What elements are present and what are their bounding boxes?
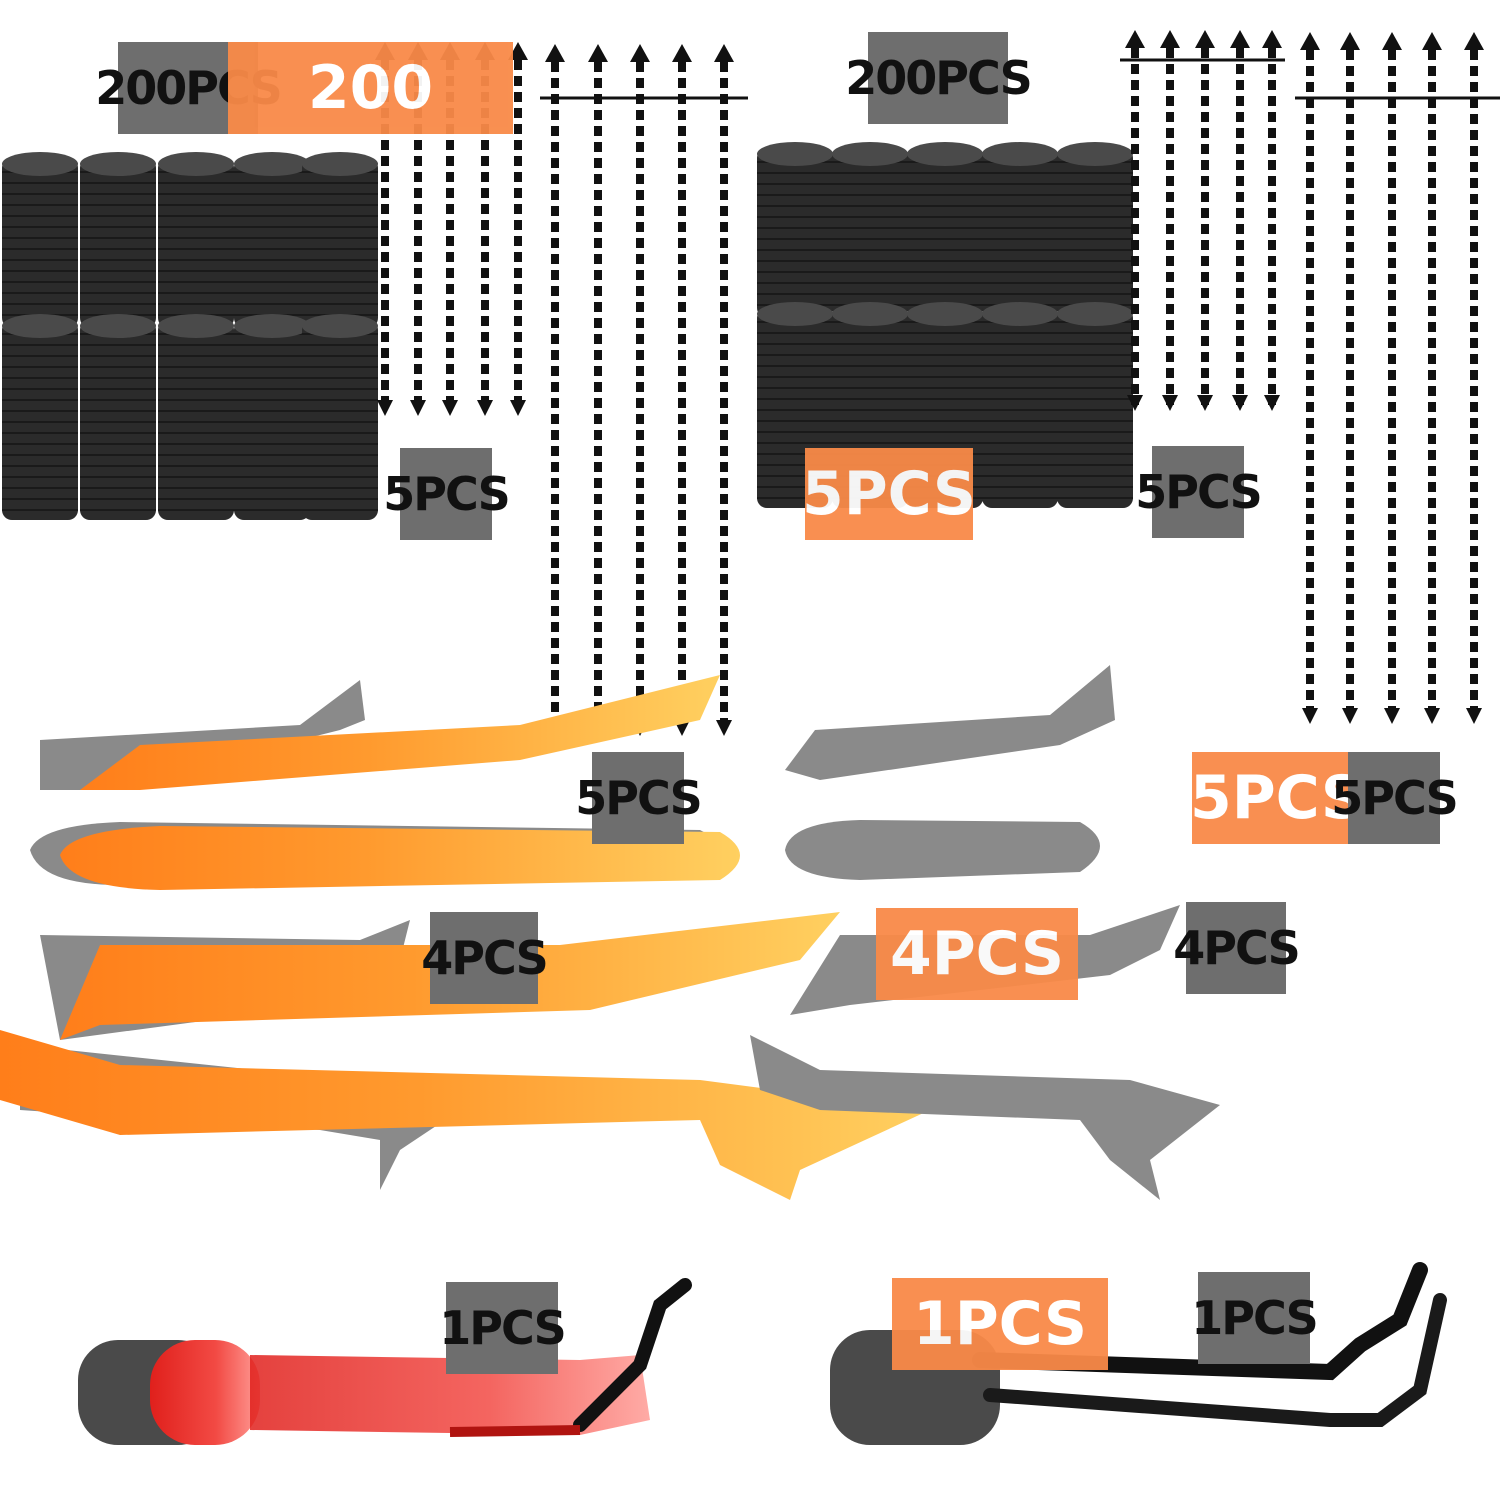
push-clip-stack (80, 314, 156, 520)
clip-removal-plier-left (78, 1278, 692, 1445)
push-clip-stack (234, 314, 310, 520)
cable-tie (1195, 30, 1215, 411)
pry-tools-left-orange (0, 675, 930, 1200)
clip-plier-qty-label-right: 1PCS (1191, 1272, 1319, 1364)
cable-tie (1422, 32, 1442, 724)
cable-tie (508, 42, 528, 416)
cable-ties-qty-orange-label: 5PCS (802, 448, 976, 540)
push-clip-stack (2, 152, 78, 328)
push-clip-stack (982, 142, 1058, 318)
pry-tools-qty-orange-label: 4PCS (876, 908, 1078, 1000)
push-clip-stack (158, 314, 234, 520)
clip-plier-qty-label: 1PCS (439, 1282, 567, 1374)
cable-tie (1125, 30, 1145, 411)
push-clip-stack (907, 142, 983, 318)
clips-qty-label-right: 200PCS (845, 32, 1033, 124)
pry-tools-qty-label-a: 5PCS (575, 752, 703, 844)
push-clips-group-right (757, 142, 1133, 508)
cable-tie (545, 44, 565, 736)
pry-tools-qty-orange-label-a: 5PCS (1190, 752, 1364, 844)
pry-tools-qty-label: 4PCS (421, 912, 549, 1004)
cable-tie (1160, 30, 1180, 411)
cable-tie (630, 44, 650, 736)
cable-tie (1382, 32, 1402, 724)
push-clip-stack (80, 152, 156, 328)
cable-tie (714, 44, 734, 736)
push-clip-stack (158, 152, 234, 328)
push-clip-stack (2, 314, 78, 520)
cable-tie (588, 44, 608, 736)
cable-tie (672, 44, 692, 736)
push-clip-stack (302, 314, 378, 520)
cable-ties-group-left (375, 42, 748, 736)
cable-ties-qty-label: 5PCS (383, 448, 511, 540)
clip-plier-qty-orange-label: 1PCS (892, 1278, 1108, 1370)
push-clip-stack (302, 152, 378, 328)
pry-tools-qty-label-b: 5PCS (1331, 752, 1459, 844)
cable-tie (1300, 32, 1320, 724)
push-clip-stack (1057, 142, 1133, 318)
pry-tools-qty-label-right: 4PCS (1173, 902, 1301, 994)
cable-tie (1340, 32, 1360, 724)
cable-tie (1262, 30, 1282, 411)
push-clip-stack (757, 142, 833, 318)
cable-tie (1230, 30, 1250, 411)
cable-tie (1464, 32, 1484, 724)
cable-ties-group-right (1120, 30, 1500, 724)
clips-qty-orange-label: 200 (228, 42, 513, 134)
push-clip-stack (832, 142, 908, 318)
push-clip-stack (1057, 302, 1133, 508)
push-clip-stack (234, 152, 310, 328)
push-clips-group-left (2, 152, 378, 520)
push-clip-stack (982, 302, 1058, 508)
cable-ties-qty-label-right: 5PCS (1135, 446, 1263, 538)
